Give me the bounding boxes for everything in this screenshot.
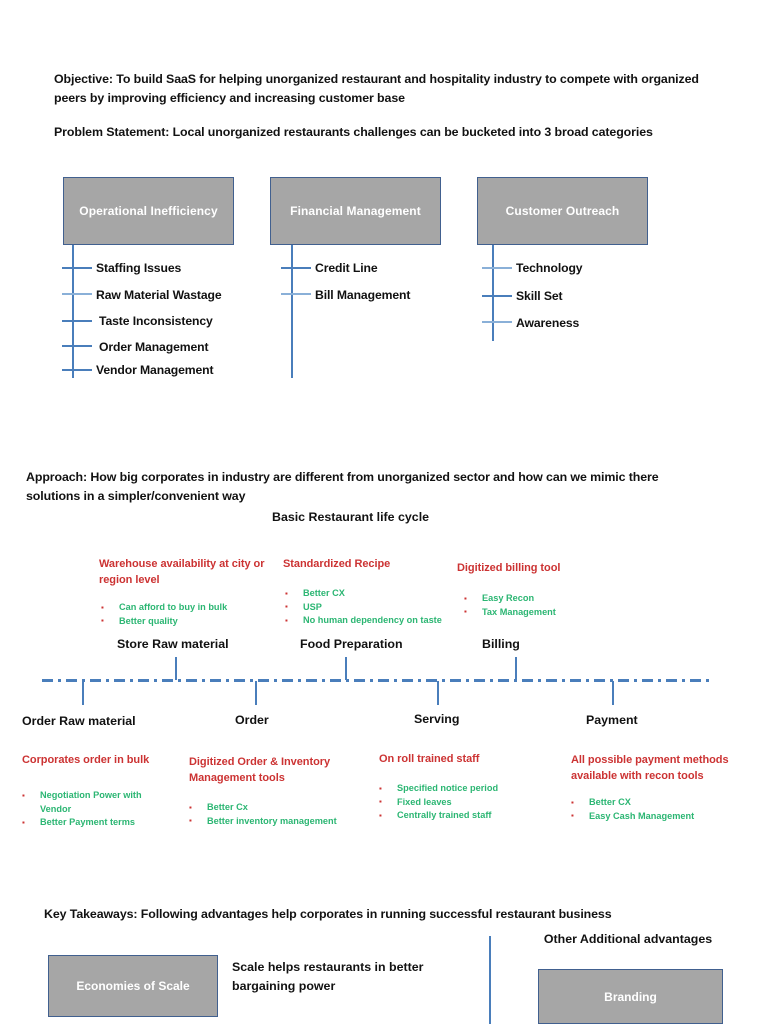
annotation-heading-order-raw-material: Corporates order in bulk	[22, 754, 150, 766]
problem-statement-text: Local unorganized restaurants challenges…	[169, 125, 653, 139]
takeaway-box-branding[interactable]: Branding	[538, 969, 723, 1024]
annotation-heading-store-raw-material: Warehouse availability at city or region…	[99, 558, 265, 586]
tree-branch	[482, 267, 512, 269]
annotation-heading-billing: Digitized billing tool	[457, 562, 561, 574]
takeaway-box-label: Branding	[604, 989, 657, 1004]
annotation-heading-food-preparation: Standardized Recipe	[283, 558, 391, 570]
timeline-stem-up	[345, 657, 347, 680]
problem-statement-paragraph: Problem Statement: Local unorganized res…	[54, 123, 714, 142]
tree-branch	[281, 267, 311, 269]
timeline-stem-down	[612, 681, 614, 705]
list-item: Better inventory management	[187, 814, 337, 829]
category-box-financial-management[interactable]: Financial Management	[270, 177, 441, 245]
leaf-label-staffing-issues: Staffing Issues	[96, 261, 182, 275]
category-box-label: Operational Inefficiency	[79, 204, 218, 218]
leaf-label-taste-inconsistency: Taste Inconsistency	[99, 314, 213, 328]
annotation-heading-serving: On roll trained staff	[379, 753, 480, 765]
lifecycle-title: Basic Restaurant life cycle	[272, 510, 430, 524]
leaf-label-vendor-management: Vendor Management	[96, 363, 214, 377]
problem-statement-label: Problem Statement:	[54, 125, 170, 139]
list-item: Can afford to buy in bulk	[99, 601, 227, 615]
approach-label: Approach:	[26, 470, 88, 484]
leaf-label-skill-set: Skill Set	[516, 289, 563, 303]
list-item: Tax Management	[462, 605, 556, 620]
list-item: Negotiation Power with Vendor	[20, 789, 170, 816]
leaf-label-bill-management: Bill Management	[315, 288, 411, 302]
tree-branch	[482, 295, 512, 297]
tree-branch	[62, 369, 92, 371]
timeline-stem-down	[82, 681, 84, 705]
stage-label-payment: Payment	[586, 713, 638, 727]
category-box-customer-outreach[interactable]: Customer Outreach	[477, 177, 648, 245]
objective-label: Objective:	[54, 72, 113, 86]
annotation-heading-order: Digitized Order & Inventory Management t…	[189, 756, 331, 784]
tree-trunk-customer	[492, 245, 494, 341]
list-item: Better quality	[99, 614, 227, 629]
timeline-stem-down	[255, 681, 257, 705]
list-item: Easy Cash Management	[569, 809, 694, 824]
lifecycle-timeline-axis	[42, 679, 712, 682]
annotation-bullets-payment: Better CX Easy Cash Management	[569, 796, 694, 823]
key-takeaways-text: Following advantages help corporates in …	[137, 907, 612, 921]
list-item: Fixed leaves	[377, 795, 498, 810]
leaf-label-awareness: Awareness	[516, 316, 580, 330]
takeaway-box-economies-of-scale[interactable]: Economies of Scale	[48, 955, 218, 1017]
leaf-label-raw-material-wastage: Raw Material Wastage	[96, 288, 222, 302]
stage-label-order-raw-material: Order Raw material	[22, 714, 136, 728]
approach-paragraph: Approach: How big corporates in industry…	[26, 468, 696, 506]
approach-text: How big corporates in industry are diffe…	[26, 470, 659, 503]
list-item: Better Payment terms	[20, 816, 170, 830]
objective-paragraph: Objective: To build SaaS for helping uno…	[54, 70, 714, 108]
key-takeaways-label: Key Takeaways:	[44, 907, 138, 921]
tree-branch	[62, 293, 92, 295]
section-divider	[489, 936, 491, 1024]
tree-branch	[62, 320, 92, 322]
tree-branch	[281, 293, 311, 295]
annotation-bullets-order: Better Cx Better inventory management	[187, 801, 337, 828]
list-item: Specified notice period	[377, 782, 498, 796]
annotation-bullets-food-preparation: Better CX USP No human dependency on tas…	[283, 587, 442, 628]
stage-label-serving: Serving	[414, 712, 460, 726]
category-box-label: Customer Outreach	[505, 204, 620, 218]
category-box-label: Financial Management	[290, 204, 421, 218]
timeline-stem-up	[515, 657, 517, 680]
list-item: Centrally trained staff	[377, 809, 498, 823]
leaf-label-credit-line: Credit Line	[315, 261, 378, 275]
timeline-stem-up	[175, 657, 177, 680]
takeaway-box-label: Economies of Scale	[76, 979, 190, 993]
annotation-bullets-serving: Specified notice period Fixed leaves Cen…	[377, 782, 498, 823]
list-item: Better CX	[569, 796, 694, 810]
key-takeaways-paragraph: Key Takeaways: Following advantages help…	[44, 905, 724, 924]
category-box-operational-inefficiency[interactable]: Operational Inefficiency	[63, 177, 234, 245]
list-item: No human dependency on taste	[283, 614, 442, 628]
tree-trunk-financial	[291, 245, 293, 378]
list-item: Easy Recon	[462, 592, 556, 606]
takeaway-description-scale: Scale helps restaurants in better bargai…	[232, 960, 424, 993]
list-item: USP	[283, 600, 442, 615]
stage-label-order: Order	[235, 713, 269, 727]
tree-trunk-operational	[72, 245, 74, 378]
stage-label-store-raw-material: Store Raw material	[117, 637, 229, 651]
leaf-label-technology: Technology	[516, 261, 583, 275]
takeaway-subtitle-other-advantages: Other Additional advantages	[543, 932, 713, 946]
list-item: Better CX	[283, 587, 442, 601]
timeline-stem-down	[437, 681, 439, 705]
annotation-bullets-order-raw-material: Negotiation Power with Vendor Better Pay…	[20, 789, 170, 830]
annotation-bullets-billing: Easy Recon Tax Management	[462, 592, 556, 619]
tree-branch	[62, 345, 92, 347]
objective-text: To build SaaS for helping unorganized re…	[54, 72, 699, 105]
list-item: Better Cx	[187, 801, 337, 815]
stage-label-billing: Billing	[482, 637, 520, 651]
annotation-bullets-store-raw-material: Can afford to buy in bulk Better quality	[99, 601, 227, 628]
tree-branch	[482, 321, 512, 323]
leaf-label-order-management: Order Management	[99, 340, 209, 354]
tree-branch	[62, 267, 92, 269]
stage-label-food-preparation: Food Preparation	[300, 637, 403, 651]
annotation-heading-payment: All possible payment methods available w…	[571, 754, 729, 782]
